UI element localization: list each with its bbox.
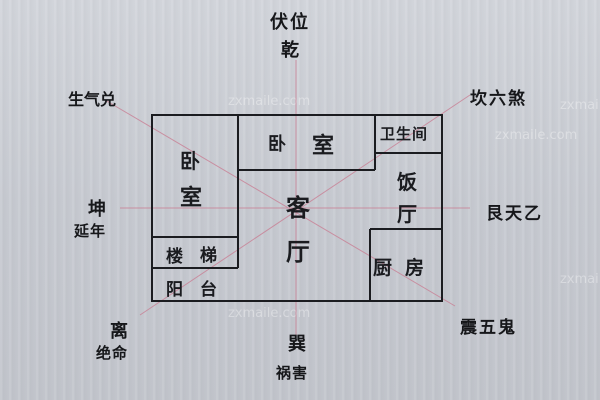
watermark: zxmaile.com bbox=[228, 94, 311, 109]
room-living-char1: 客 bbox=[286, 193, 310, 222]
room-kitchen-char1: 厨 bbox=[373, 257, 393, 279]
direction-top-left: 生气兑 bbox=[68, 90, 117, 109]
direction-bottom-left-star: 绝命 bbox=[96, 344, 129, 362]
room-living-char2: 厅 bbox=[286, 237, 310, 266]
room-dining-char2: 厅 bbox=[397, 202, 417, 226]
watermark: zxmaile.com bbox=[560, 272, 600, 287]
room-stairs-char1: 楼 bbox=[166, 247, 183, 267]
watermark: zxmaile.com bbox=[560, 98, 600, 113]
direction-left-star: 延年 bbox=[74, 222, 107, 240]
guide-lines bbox=[104, 60, 471, 340]
room-bedroom-top-char2: 室 bbox=[312, 133, 335, 159]
direction-bottom-right: 震五鬼 bbox=[460, 318, 517, 338]
watermark: zxmaile.com bbox=[228, 306, 311, 321]
direction-bottom-trigram: 巽 bbox=[288, 334, 308, 355]
room-balcony-char1: 阳 bbox=[166, 280, 183, 300]
direction-top-right: 坎六煞 bbox=[470, 89, 527, 109]
room-stairs-char2: 梯 bbox=[200, 246, 217, 266]
room-kitchen-char2: 房 bbox=[405, 257, 425, 279]
room-balcony-char2: 台 bbox=[200, 280, 217, 300]
watermark: zxmaile.com bbox=[495, 128, 578, 143]
direction-right: 艮天乙 bbox=[486, 204, 543, 224]
direction-north-trigram: 乾 bbox=[281, 40, 301, 61]
direction-bottom-star: 祸害 bbox=[276, 364, 309, 382]
room-bedroom-left-char1: 卧 bbox=[180, 149, 200, 173]
direction-left-trigram: 坤 bbox=[88, 199, 108, 220]
direction-north-star: 伏位 bbox=[270, 12, 310, 33]
room-bedroom-top-char1: 卧 bbox=[268, 134, 286, 155]
room-bedroom-left-char2: 室 bbox=[180, 185, 203, 211]
direction-bottom-left-trigram: 离 bbox=[110, 321, 130, 342]
room-bathroom: 卫生间 bbox=[380, 125, 429, 143]
room-dining-char1: 饭 bbox=[397, 170, 417, 194]
walls bbox=[151, 114, 443, 302]
